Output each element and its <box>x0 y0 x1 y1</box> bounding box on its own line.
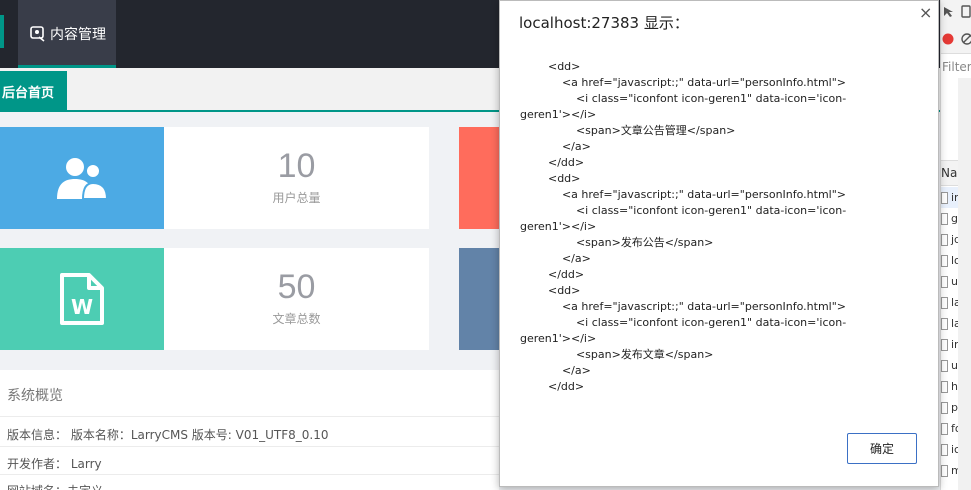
users-count-label: 用户总量 <box>272 191 321 205</box>
overview-row-version: 版本信息： 版本名称：LarryCMS 版本号: V01_UTF8_0.10 <box>7 428 329 442</box>
word-document-icon: W <box>60 273 104 325</box>
articles-count-label: 文章总数 <box>272 312 321 326</box>
file-icon <box>941 422 948 435</box>
devtools-filter-input[interactable]: Filter <box>942 60 971 74</box>
file-icon <box>941 401 948 414</box>
overview-divider <box>0 474 499 475</box>
alert-dialog: localhost:27383 显示： × <dd> <a href="java… <box>499 0 939 487</box>
navbar-accent <box>0 15 4 48</box>
system-overview-panel: 系统概览 版本信息： 版本名称：LarryCMS 版本号: V01_UTF8_0… <box>0 370 499 490</box>
alert-dialog-title: localhost:27383 显示： <box>519 14 689 32</box>
device-mode-icon[interactable] <box>961 5 971 18</box>
file-icon <box>941 254 948 267</box>
users-icon <box>57 158 109 200</box>
overview-divider <box>0 416 499 417</box>
file-icon <box>941 359 948 372</box>
file-icon <box>941 317 948 330</box>
file-icon <box>941 191 948 204</box>
file-icon <box>941 233 948 246</box>
articles-icon-box: W <box>0 248 164 350</box>
inspect-cursor-icon[interactable] <box>943 6 955 18</box>
devtools-scrollbar[interactable] <box>958 78 971 490</box>
stat-card-users[interactable]: 10 用户总量 <box>0 127 429 229</box>
file-icon <box>941 380 948 393</box>
clear-icon[interactable] <box>961 33 971 45</box>
file-icon <box>941 338 948 351</box>
nav-tab-label: 内容管理 <box>50 27 106 43</box>
file-icon <box>941 443 948 456</box>
ok-button[interactable]: 确定 <box>847 433 917 464</box>
svg-text:W: W <box>71 295 93 319</box>
nav-tab-content-management[interactable]: 内容管理 <box>18 0 116 68</box>
devtools-toolbar <box>941 0 971 54</box>
file-icon <box>941 212 948 225</box>
overview-divider <box>0 446 499 447</box>
close-icon[interactable]: × <box>919 3 933 22</box>
file-icon <box>941 275 948 288</box>
stat-card-red[interactable] <box>459 127 499 229</box>
stat-card-articles[interactable]: W 50 文章总数 <box>0 248 429 350</box>
overview-row-author: 开发作者： Larry <box>7 457 102 471</box>
file-icon <box>941 296 948 309</box>
tab-home[interactable]: 后台首页 <box>0 71 67 112</box>
content-manage-icon <box>30 26 45 42</box>
nav-tab-active-underline <box>18 65 116 68</box>
articles-count: 50 <box>277 268 316 306</box>
users-icon-box <box>0 127 164 229</box>
users-count: 10 <box>277 147 316 185</box>
stat-card-slate[interactable] <box>459 248 499 350</box>
record-icon[interactable] <box>942 33 954 45</box>
overview-row-domain: 网站域名：未定义 <box>7 482 497 490</box>
system-overview-title: 系统概览 <box>7 388 63 404</box>
file-icon <box>941 464 948 477</box>
alert-dialog-message: <dd> <a href="javascript:;" data-url="pe… <box>520 60 847 393</box>
